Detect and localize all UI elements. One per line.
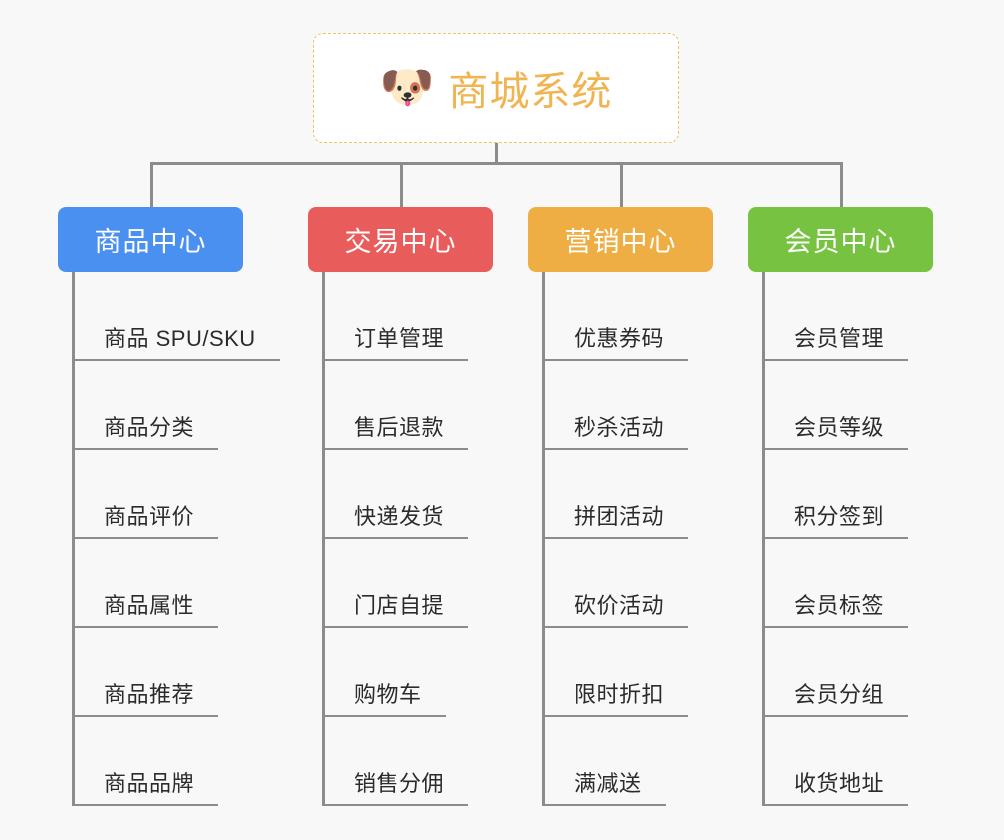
category-label: 商品中心 <box>94 227 207 257</box>
leaf-item-label: 商品品牌 <box>104 771 195 796</box>
leaf-underline: 拼团活动 <box>542 499 689 539</box>
leaf-item[interactable]: 商品属性 <box>72 539 280 628</box>
leaf-item[interactable]: 商品推荐 <box>72 628 280 717</box>
leaf-item[interactable]: 优惠券码 <box>542 272 689 361</box>
category-header-product-center[interactable]: 商品中心 <box>58 207 243 272</box>
leaf-underline: 收货地址 <box>762 766 909 806</box>
category-header-trade-center[interactable]: 交易中心 <box>308 207 493 272</box>
leaf-item[interactable]: 限时折扣 <box>542 628 689 717</box>
leaf-item-label: 订单管理 <box>354 326 445 351</box>
leaf-item[interactable]: 满减送 <box>542 717 688 806</box>
leaf-underline: 快递发货 <box>322 499 469 539</box>
category-spine-marketing-center <box>542 272 545 806</box>
leaf-underline: 商品推荐 <box>72 677 219 717</box>
category-label: 营销中心 <box>564 227 677 257</box>
category-header-member-center[interactable]: 会员中心 <box>748 207 933 272</box>
leaf-item-label: 商品分类 <box>104 415 195 440</box>
category-spine-member-center <box>762 272 765 806</box>
leaf-item[interactable]: 秒杀活动 <box>542 361 689 450</box>
leaf-underline: 砍价活动 <box>542 588 689 628</box>
connector-to-member-center <box>840 162 843 207</box>
connector-to-product-center <box>150 162 153 207</box>
leaf-item-label: 快递发货 <box>354 504 445 529</box>
leaf-underline: 商品分类 <box>72 410 219 450</box>
leaf-item[interactable]: 购物车 <box>322 628 468 717</box>
leaf-item-label: 拼团活动 <box>574 504 665 529</box>
leaf-item-label: 会员分组 <box>794 682 885 707</box>
leaf-item-label: 商品推荐 <box>104 682 195 707</box>
root-title: 商城系统 <box>448 70 613 114</box>
leaf-underline: 满减送 <box>542 766 666 806</box>
root-node[interactable]: 🐶 商城系统 <box>313 33 679 143</box>
leaf-list-marketing-center: 优惠券码秒杀活动拼团活动砍价活动限时折扣满减送 <box>542 272 689 806</box>
leaf-list-member-center: 会员管理会员等级积分签到会员标签会员分组收货地址 <box>762 272 909 806</box>
leaf-item-label: 会员等级 <box>794 415 885 440</box>
leaf-item[interactable]: 拼团活动 <box>542 450 689 539</box>
leaf-item-label: 商品 SPU/SKU <box>104 326 256 351</box>
leaf-underline: 订单管理 <box>322 321 469 361</box>
leaf-underline: 商品 SPU/SKU <box>72 321 280 361</box>
leaf-underline: 商品品牌 <box>72 766 219 806</box>
leaf-underline: 会员等级 <box>762 410 909 450</box>
leaf-list-product-center: 商品 SPU/SKU 商品分类商品评价商品属性商品推荐商品品牌 <box>72 272 280 806</box>
leaf-item-label: 售后退款 <box>354 415 445 440</box>
leaf-underline: 会员分组 <box>762 677 909 717</box>
leaf-item[interactable]: 商品 SPU/SKU <box>72 272 280 361</box>
category-spine-product-center <box>72 272 75 806</box>
leaf-item[interactable]: 商品分类 <box>72 361 280 450</box>
leaf-underline: 限时折扣 <box>542 677 689 717</box>
leaf-underline: 秒杀活动 <box>542 410 689 450</box>
leaf-item[interactable]: 商品评价 <box>72 450 280 539</box>
leaf-item-label: 限时折扣 <box>574 682 665 707</box>
connector-horizontal-bus <box>150 162 843 165</box>
leaf-item-label: 积分签到 <box>794 504 885 529</box>
leaf-underline: 积分签到 <box>762 499 909 539</box>
leaf-item-label: 商品属性 <box>104 593 195 618</box>
leaf-underline: 销售分佣 <box>322 766 469 806</box>
leaf-item[interactable]: 砍价活动 <box>542 539 689 628</box>
leaf-underline: 商品属性 <box>72 588 219 628</box>
leaf-item[interactable]: 商品品牌 <box>72 717 280 806</box>
leaf-item-label: 销售分佣 <box>354 771 445 796</box>
leaf-list-trade-center: 订单管理售后退款快递发货门店自提购物车销售分佣 <box>322 272 469 806</box>
leaf-item[interactable]: 会员等级 <box>762 361 909 450</box>
leaf-item-label: 购物车 <box>354 682 422 707</box>
leaf-item[interactable]: 门店自提 <box>322 539 469 628</box>
leaf-item-label: 秒杀活动 <box>574 415 665 440</box>
leaf-item[interactable]: 会员分组 <box>762 628 909 717</box>
connector-to-trade-center <box>400 162 403 207</box>
leaf-item-label: 会员管理 <box>794 326 885 351</box>
leaf-underline: 会员管理 <box>762 321 909 361</box>
leaf-item-label: 满减送 <box>574 771 642 796</box>
leaf-item-label: 会员标签 <box>794 593 885 618</box>
leaf-item[interactable]: 会员管理 <box>762 272 909 361</box>
category-header-marketing-center[interactable]: 营销中心 <box>528 207 713 272</box>
leaf-item[interactable]: 会员标签 <box>762 539 909 628</box>
leaf-item[interactable]: 积分签到 <box>762 450 909 539</box>
leaf-underline: 优惠券码 <box>542 321 689 361</box>
leaf-underline: 商品评价 <box>72 499 219 539</box>
category-spine-trade-center <box>322 272 325 806</box>
leaf-item-label: 门店自提 <box>354 593 445 618</box>
category-label: 交易中心 <box>344 227 457 257</box>
connector-root-drop <box>495 143 498 165</box>
leaf-item[interactable]: 收货地址 <box>762 717 909 806</box>
leaf-item[interactable]: 快递发货 <box>322 450 469 539</box>
leaf-item-label: 砍价活动 <box>574 593 665 618</box>
leaf-underline: 会员标签 <box>762 588 909 628</box>
leaf-underline: 购物车 <box>322 677 446 717</box>
leaf-underline: 售后退款 <box>322 410 469 450</box>
leaf-item[interactable]: 销售分佣 <box>322 717 469 806</box>
category-label: 会员中心 <box>784 227 897 257</box>
leaf-item-label: 优惠券码 <box>574 326 665 351</box>
connector-to-marketing-center <box>620 162 623 207</box>
leaf-item[interactable]: 售后退款 <box>322 361 469 450</box>
leaf-item[interactable]: 订单管理 <box>322 272 469 361</box>
leaf-item-label: 商品评价 <box>104 504 195 529</box>
leaf-item-label: 收货地址 <box>794 771 885 796</box>
shiba-dog-face-icon: 🐶 <box>379 63 435 112</box>
leaf-underline: 门店自提 <box>322 588 469 628</box>
